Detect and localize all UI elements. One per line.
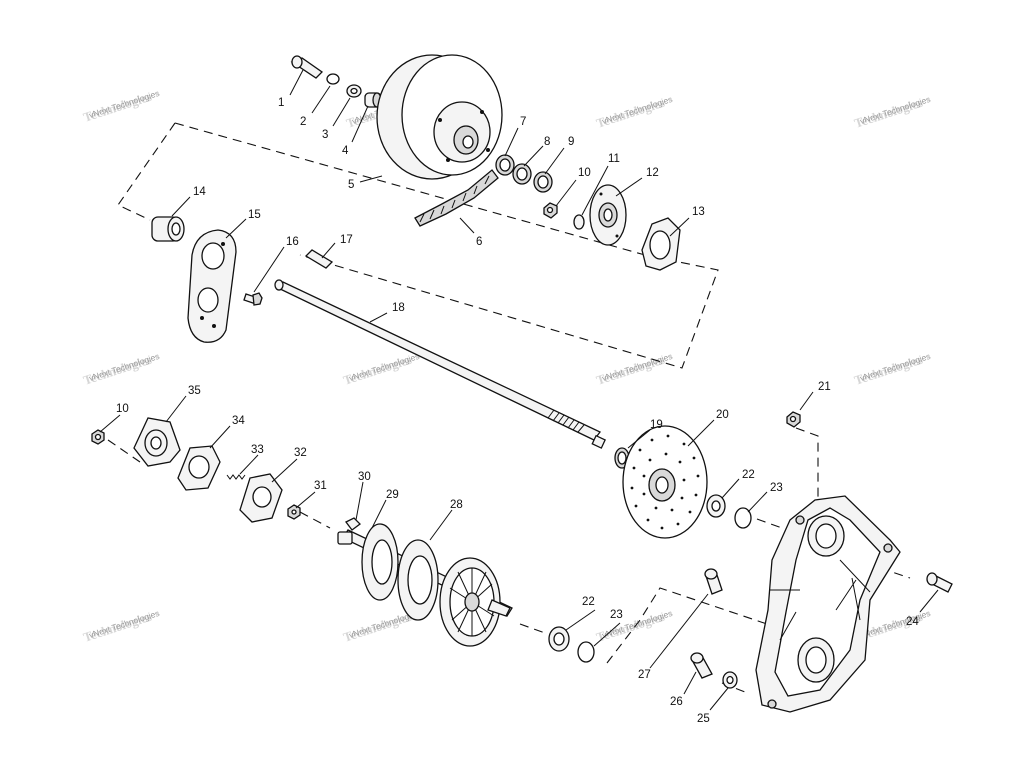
callout-5: 5 bbox=[348, 179, 354, 191]
callout-28: 28 bbox=[450, 499, 463, 511]
part-sprocket-5 bbox=[376, 54, 503, 180]
callout-19: 19 bbox=[650, 419, 663, 431]
part-washer-2 bbox=[326, 73, 340, 85]
callout-29: 29 bbox=[386, 489, 399, 501]
callout-30: 30 bbox=[358, 471, 371, 483]
part-plate-32 bbox=[239, 473, 283, 523]
callout-7: 7 bbox=[520, 116, 526, 128]
part-spring-33 bbox=[226, 474, 246, 480]
part-bolt-26 bbox=[690, 652, 713, 679]
callout-15: 15 bbox=[248, 209, 261, 221]
callout-16: 16 bbox=[286, 236, 299, 248]
callout-35: 35 bbox=[188, 385, 201, 397]
leader-lines bbox=[99, 69, 939, 711]
part-nut-10-lower bbox=[91, 429, 105, 445]
callout-6: 6 bbox=[476, 236, 482, 248]
callout-9: 9 bbox=[568, 136, 574, 148]
callout-3: 3 bbox=[322, 129, 328, 141]
part-shaft-18 bbox=[274, 279, 606, 449]
part-gasket-34 bbox=[177, 445, 221, 491]
callout-20: 20 bbox=[716, 409, 729, 421]
callout-11: 11 bbox=[608, 153, 620, 165]
part-brake-disc-20 bbox=[622, 425, 708, 539]
part-bearing-22-lower bbox=[548, 626, 570, 652]
callout-26: 26 bbox=[670, 696, 683, 708]
part-bearing-22 bbox=[706, 494, 726, 518]
part-bolt-16 bbox=[243, 292, 263, 306]
callouts: 1 2 3 4 5 6 7 8 9 10 11 12 13 14 15 16 1… bbox=[116, 97, 919, 725]
callout-12: 12 bbox=[646, 167, 659, 179]
callout-10-lower: 10 bbox=[116, 403, 129, 415]
callout-8: 8 bbox=[544, 136, 550, 148]
callout-25: 25 bbox=[697, 713, 710, 725]
callout-22-lower: 22 bbox=[582, 596, 595, 608]
part-washer-3 bbox=[346, 84, 362, 98]
callout-23-lower: 23 bbox=[610, 609, 623, 621]
callout-32: 32 bbox=[294, 447, 307, 459]
callout-17: 17 bbox=[340, 234, 353, 246]
callout-18: 18 bbox=[392, 302, 405, 314]
part-bolt-24 bbox=[926, 572, 953, 593]
part-bearing-14 bbox=[151, 216, 185, 242]
callout-1: 1 bbox=[278, 97, 284, 109]
part-bolt-30 bbox=[345, 517, 361, 531]
part-gasket-13 bbox=[641, 217, 681, 271]
part-chaincase-housing bbox=[755, 495, 901, 713]
part-seal-23-lower bbox=[577, 641, 595, 663]
callout-13: 13 bbox=[692, 206, 705, 218]
part-plate-15 bbox=[187, 229, 237, 343]
callout-34: 34 bbox=[232, 415, 245, 427]
callout-10: 10 bbox=[578, 167, 591, 179]
part-nut-31 bbox=[287, 504, 301, 520]
callout-14: 14 bbox=[193, 186, 206, 198]
part-washer-25 bbox=[722, 671, 738, 689]
part-flange-35 bbox=[133, 417, 181, 467]
callout-2: 2 bbox=[300, 116, 306, 128]
callout-31: 31 bbox=[314, 480, 327, 492]
callout-22: 22 bbox=[742, 469, 755, 481]
part-drive-axle-28 bbox=[337, 517, 513, 647]
part-flange-12 bbox=[589, 184, 627, 246]
part-seal-23 bbox=[734, 507, 752, 529]
callout-21: 21 bbox=[818, 381, 831, 393]
part-bolt-1 bbox=[290, 55, 324, 79]
callout-24: 24 bbox=[906, 616, 919, 628]
callout-33: 33 bbox=[251, 444, 264, 456]
part-chain-6 bbox=[414, 169, 499, 227]
callout-4: 4 bbox=[342, 145, 349, 157]
callout-27: 27 bbox=[638, 669, 651, 681]
part-washer-11 bbox=[573, 214, 585, 230]
callout-23: 23 bbox=[770, 482, 783, 494]
part-nut-21 bbox=[786, 411, 801, 428]
part-nut-10 bbox=[543, 202, 558, 219]
part-bolt-27 bbox=[704, 568, 723, 595]
part-key-17 bbox=[304, 249, 334, 269]
